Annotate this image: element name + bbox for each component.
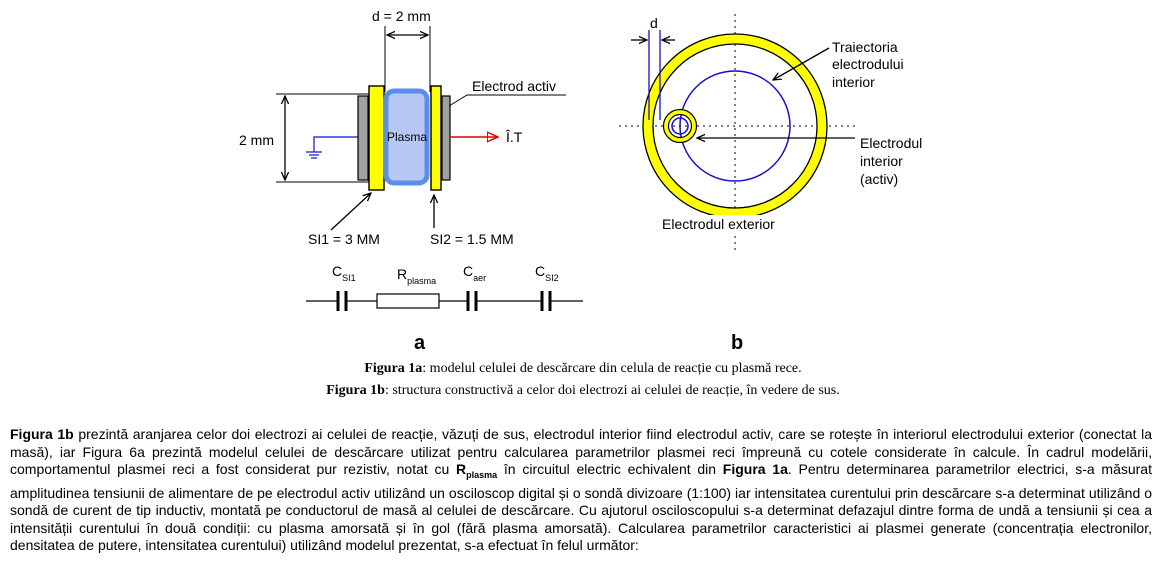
inner-electrode-active (663, 109, 697, 143)
active-electrode-leader-diag (448, 94, 468, 107)
outer-electrode-label: Electrodul exterior (662, 216, 775, 232)
c-si2-label: CSI2 (535, 263, 559, 283)
right-electrode-active (441, 95, 451, 181)
figure-1a-caption: Figura 1a: modelul celulei de descărcare… (0, 360, 1166, 378)
equivalent-circuit: CSI1 Rplasma Caer CSI2 (306, 263, 583, 312)
body-paragraph: Figura 1b prezintă aranjarea celor doi e… (10, 426, 1152, 555)
figure-1: d = 2 mm 2 mm Plasma Electrod activ (239, 8, 926, 354)
active-electrode-label: Electrod activ (472, 78, 556, 94)
caption-b-label: Figura 1b (326, 383, 385, 398)
plasma-region (383, 88, 430, 186)
figure-1a-cell-diagram: d = 2 mm 2 mm Plasma Electrod activ (239, 8, 583, 354)
c-aer-label: Caer (463, 263, 486, 283)
ground-icon (306, 136, 358, 159)
paragraph-text-2: în circuitul electric echivalent din (497, 461, 723, 478)
trajectory-label: Traiectoria electrodului interior (832, 39, 908, 90)
gap-dimension-label: d = 2 mm (372, 8, 431, 24)
outer-electrode-ring (643, 34, 827, 218)
d-label: d (650, 15, 658, 31)
paragraph-figure-ref-1a: Figura 1a (722, 461, 788, 478)
capacitor-aer-gap (467, 290, 477, 312)
left-dielectric-si1 (368, 85, 385, 191)
caption-a-text: : modelul celulei de descărcare din celu… (422, 361, 802, 376)
capacitor-si2-gap (541, 290, 551, 312)
paragraph-figure-ref-1b: Figura 1b (10, 426, 74, 442)
si1-label: SI1 = 3 MM (308, 231, 380, 247)
panel-letter-a: a (414, 332, 426, 354)
r-plasma-label: Rplasma (397, 266, 436, 286)
paragraph-text-3: . Pentru determinarea parametrilor elect… (10, 461, 1152, 554)
figure-1b-caption: Figura 1b: structura constructivă a celo… (0, 382, 1166, 400)
caption-a-label: Figura 1a (364, 361, 423, 376)
inner-electrode-trajectory (679, 70, 791, 182)
si1-arrow (330, 193, 371, 231)
caption-b-text: : structura constructivă a celor doi ele… (384, 383, 840, 398)
inner-electrode-label: Electrodul interior (activ) (860, 135, 926, 187)
trajectory-leader (773, 47, 830, 80)
outer-electrode-ring-outline-inner (652, 43, 818, 209)
plasma-label: Plasma (387, 130, 427, 144)
output-label: Î.T (505, 129, 523, 145)
paragraph-text-1: prezintă aranjarea celor doi electrozi a… (10, 426, 1152, 478)
panel-letter-b: b (731, 332, 743, 354)
outer-electrode-label-bg (660, 215, 790, 233)
inner-electrode-core (671, 117, 689, 135)
left-electrode (357, 95, 369, 181)
inner-electrode-outline-outer (662, 108, 698, 144)
right-dielectric-si2 (430, 85, 442, 191)
capacitor-si1-gap (337, 290, 347, 312)
paragraph-r-plasma: Rplasma (456, 461, 498, 480)
c-si1-label: CSI1 (332, 263, 356, 283)
si2-label: SI2 = 1.5 MM (430, 231, 514, 247)
height-dimension-label: 2 mm (239, 132, 274, 148)
inner-electrode-outline-inner (667, 113, 693, 139)
figure-1b-top-view: d Traiectoria electrodului interior Elec… (619, 14, 926, 354)
resistor-plasma (376, 293, 440, 309)
